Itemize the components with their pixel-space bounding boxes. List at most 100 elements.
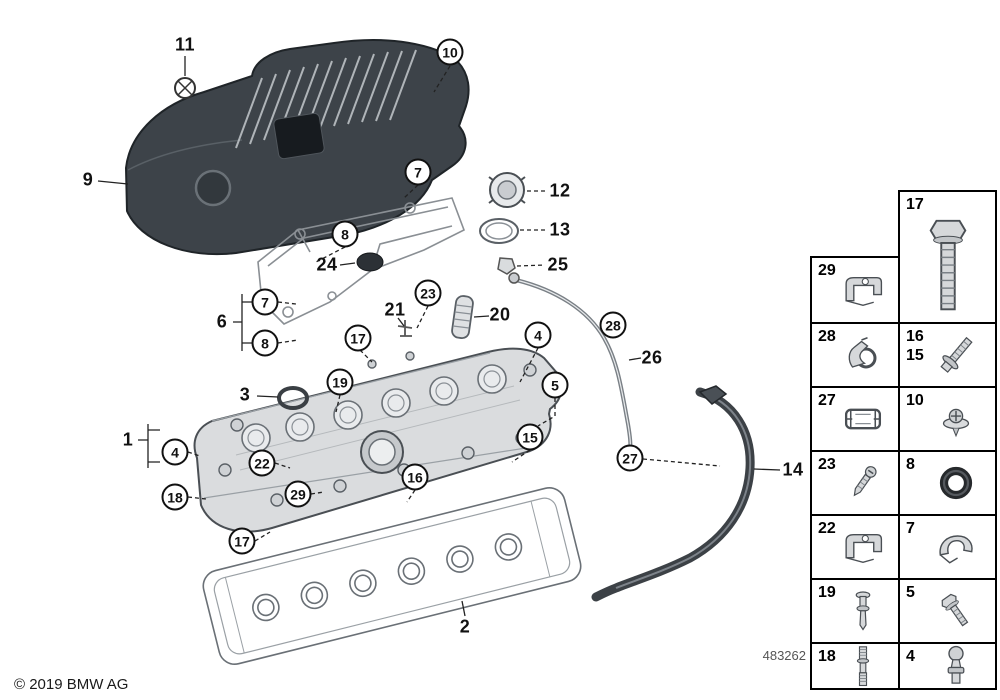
part-number-labels: 19	[818, 583, 836, 602]
bracket-21-art	[397, 320, 413, 337]
clip-25-art	[497, 257, 516, 275]
part-number: 18	[818, 648, 836, 665]
part-number: 29	[818, 262, 836, 279]
screw-washer-icon	[900, 388, 995, 450]
part-number: 8	[906, 456, 915, 473]
parts-cell-18[interactable]: 18	[812, 642, 898, 688]
part-number: 7	[906, 520, 915, 537]
callout-10[interactable]: 10	[436, 38, 464, 66]
parts-cell-7[interactable]: 7	[900, 514, 995, 578]
callout-14[interactable]: 14	[782, 459, 804, 480]
parts-table-left-column: 29 28 27 23 22 19 18	[810, 256, 898, 690]
acoustic-cover-art	[124, 39, 470, 256]
tapping-screw-icon	[812, 452, 898, 514]
part-number-labels: 22	[818, 519, 836, 538]
part-number: 22	[818, 520, 836, 537]
parts-cell-10[interactable]: 10	[900, 386, 995, 450]
callout-26[interactable]: 26	[641, 347, 663, 368]
expansion-rivet-icon	[812, 580, 898, 642]
parts-cell-5[interactable]: 5	[900, 578, 995, 642]
leader-lines	[97, 56, 781, 617]
flange-bolt-icon	[900, 580, 995, 642]
callout-6[interactable]: 6	[216, 311, 228, 332]
callout-4[interactable]: 4	[524, 321, 552, 349]
oil-cap-art	[479, 172, 526, 244]
parts-cell-29[interactable]: 29	[812, 258, 898, 322]
clip-nut-icon	[812, 258, 898, 322]
callout-16[interactable]: 16	[401, 463, 429, 491]
part-number-labels: 27	[818, 391, 836, 410]
grommet-icon	[900, 452, 995, 514]
callout-21[interactable]: 21	[384, 299, 406, 320]
parts-cell-19[interactable]: 19	[812, 578, 898, 642]
part-number: 4	[906, 648, 915, 665]
parts-cell-28[interactable]: 28	[812, 322, 898, 386]
copyright: © 2019 BMW AG	[14, 676, 129, 693]
callout-12[interactable]: 12	[549, 180, 571, 201]
callout-29[interactable]: 29	[284, 480, 312, 508]
seal-24-art	[356, 252, 384, 272]
part-number: 16	[906, 328, 924, 345]
stud-bolt-icon	[812, 644, 898, 688]
callout-17[interactable]: 17	[228, 527, 256, 555]
parts-cell-22[interactable]: 22	[812, 514, 898, 578]
frame-art	[257, 197, 466, 325]
callout-11[interactable]: 11	[174, 34, 196, 55]
hex-bolt-icon	[900, 192, 995, 322]
callout-8[interactable]: 8	[251, 329, 279, 357]
callout-8[interactable]: 8	[331, 220, 359, 248]
part-number: 5	[906, 584, 915, 601]
clip-nut-icon	[812, 516, 898, 578]
callout-7[interactable]: 7	[404, 158, 432, 186]
part-number: 10	[906, 392, 924, 409]
callout-5[interactable]: 5	[541, 371, 569, 399]
callout-24[interactable]: 24	[316, 254, 338, 275]
vent-pipe-14-art	[591, 385, 755, 602]
part-number: 19	[818, 584, 836, 601]
parts-cell-17[interactable]: 17	[900, 192, 995, 322]
callout-22[interactable]: 22	[248, 449, 276, 477]
part-number: 17	[906, 196, 924, 213]
callout-15[interactable]: 15	[516, 423, 544, 451]
callout-4[interactable]: 4	[161, 438, 189, 466]
ball-pin-icon	[900, 644, 995, 688]
part-number-labels: 5	[906, 583, 915, 602]
gasket-art	[202, 487, 582, 665]
callout-9[interactable]: 9	[82, 169, 94, 190]
shoulder-bolt-icon	[900, 324, 995, 386]
part-number-labels: 4	[906, 647, 915, 666]
parts-cell-27[interactable]: 27	[812, 386, 898, 450]
part-number: 27	[818, 392, 836, 409]
vent-valve-art	[451, 295, 474, 340]
cable-clamp-icon	[812, 324, 898, 386]
callout-13[interactable]: 13	[549, 219, 571, 240]
callout-7[interactable]: 7	[251, 288, 279, 316]
part-number-labels: 7	[906, 519, 915, 538]
callout-3[interactable]: 3	[239, 384, 251, 405]
valve-cover-art	[193, 347, 563, 533]
parts-cell-23[interactable]: 23	[812, 450, 898, 514]
callout-2[interactable]: 2	[459, 616, 471, 637]
callout-27[interactable]: 27	[616, 444, 644, 472]
callout-23[interactable]: 23	[414, 279, 442, 307]
part-number-labels: 28	[818, 327, 836, 346]
callout-25[interactable]: 25	[547, 254, 569, 275]
part-number-labels: 23	[818, 455, 836, 474]
part-number-labels: 8	[906, 455, 915, 474]
part-number-labels: 29	[818, 261, 836, 280]
callout-17[interactable]: 17	[344, 324, 372, 352]
part-number-labels: 18	[818, 647, 836, 666]
callout-1[interactable]: 1	[122, 429, 134, 450]
part-number-labels: 17	[906, 195, 924, 214]
parts-cell-8[interactable]: 8	[900, 450, 995, 514]
spring-clip-icon	[900, 516, 995, 578]
callout-20[interactable]: 20	[489, 304, 511, 325]
parts-cell-4[interactable]: 4	[900, 642, 995, 688]
part-number: 15	[906, 347, 924, 365]
callout-28[interactable]: 28	[599, 311, 627, 339]
callout-18[interactable]: 18	[161, 483, 189, 511]
callout-19[interactable]: 19	[326, 368, 354, 396]
hose-clamp-icon	[812, 388, 898, 450]
